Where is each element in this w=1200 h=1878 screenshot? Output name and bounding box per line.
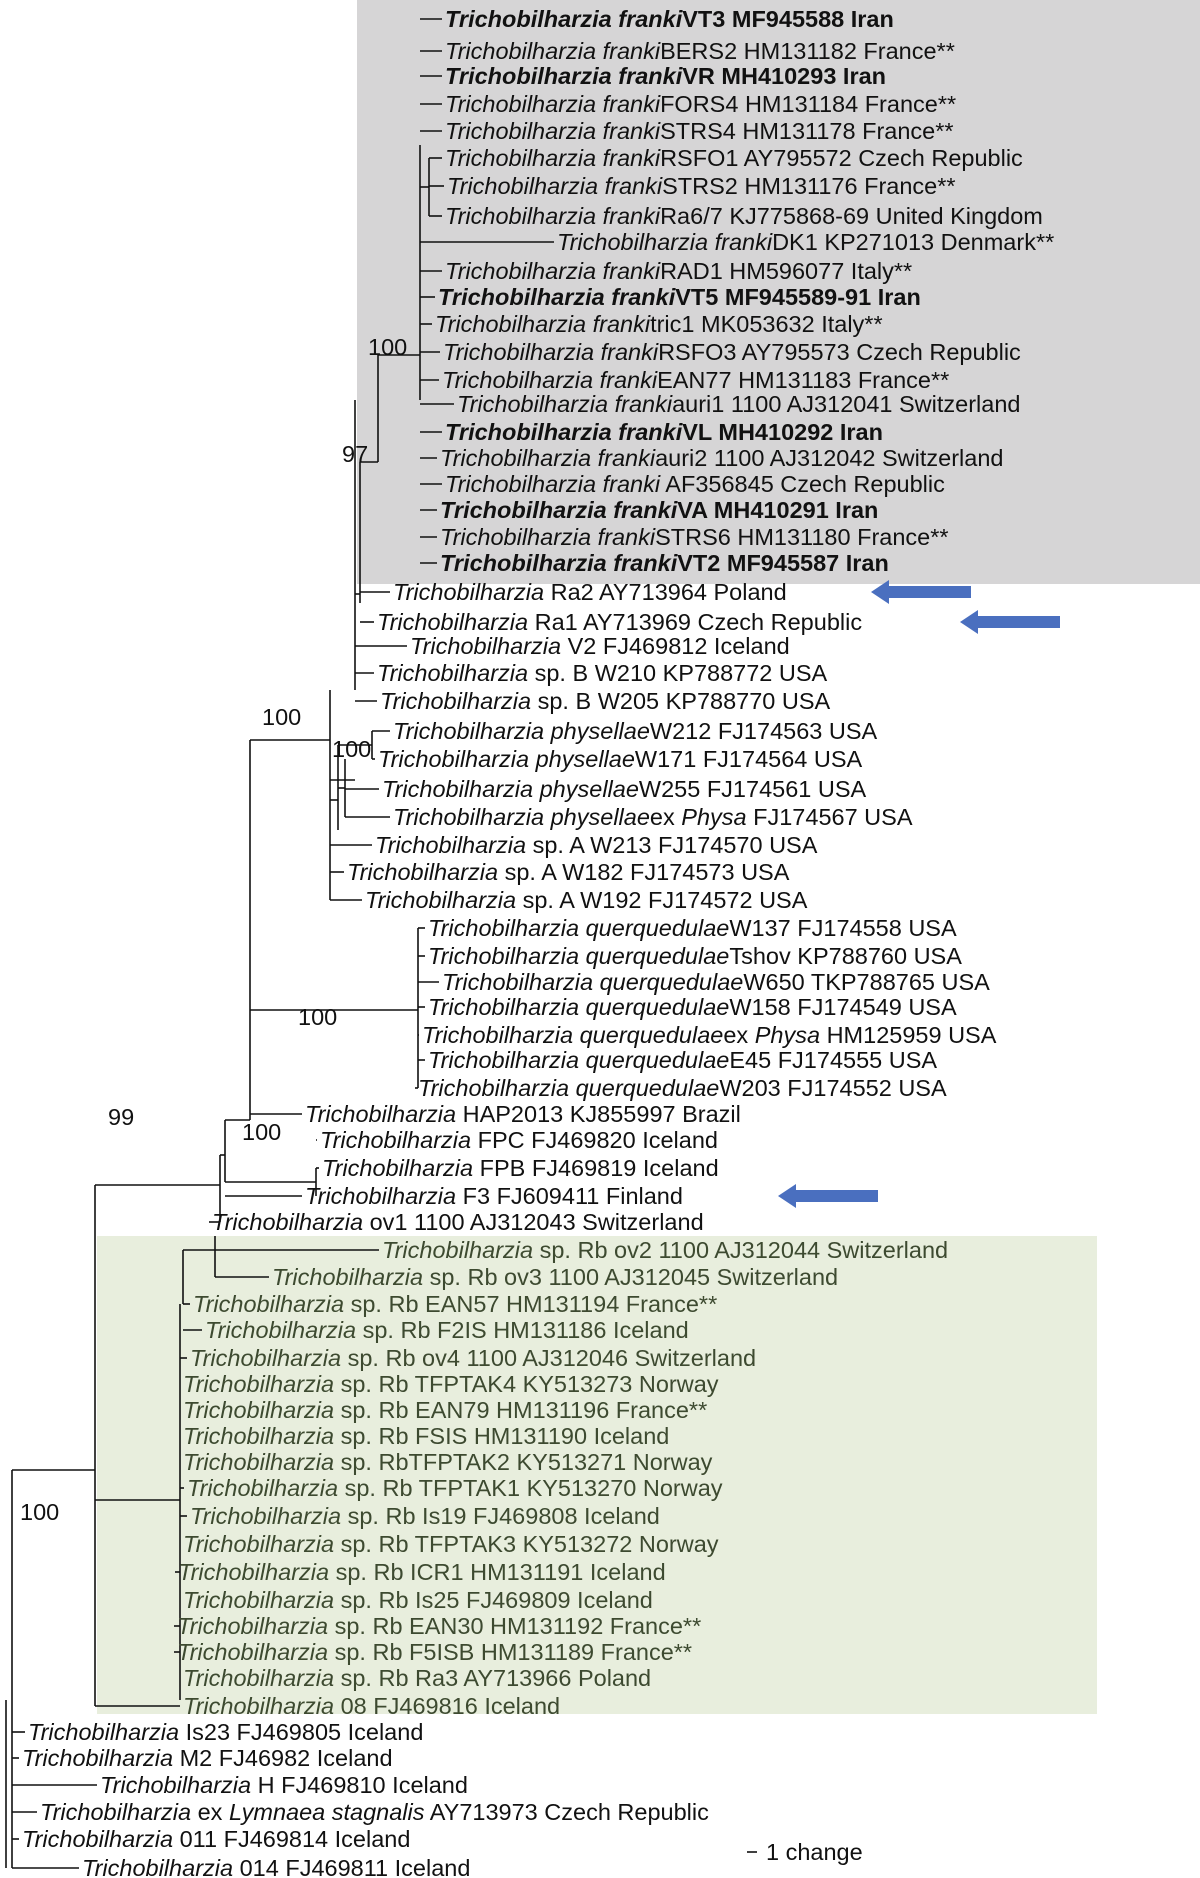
taxon-label: Trichobilharzia frankiDK1 KP271013 Denma…	[557, 229, 1054, 255]
taxon-label: Trichobilharzia frankiauri2 1100 AJ31204…	[440, 445, 1003, 471]
taxon-label: Trichobilharzia physellaeW171 FJ174564 U…	[378, 746, 863, 772]
bootstrap-value: 100	[242, 1119, 281, 1145]
taxon-label: Trichobilharzia FPB FJ469819 Iceland	[322, 1155, 719, 1181]
bootstrap-value: 100	[368, 334, 407, 360]
taxon-label: Trichobilharzia sp. Rb TFPTAK1 KY513270 …	[187, 1475, 723, 1501]
taxon-label: Trichobilharzia querquedulaeex Physa HM1…	[422, 1022, 997, 1048]
rb-clade	[97, 1236, 1097, 1714]
taxon-label: Trichobilharzia sp. Rb Is19 FJ469808 Ice…	[190, 1503, 660, 1529]
taxon-label: Trichobilharzia Ra1 AY713969 Czech Repub…	[377, 609, 862, 635]
bootstrap-labels: 100 97 100 100 100 100 99 100	[20, 334, 407, 1525]
scale-bar-label: 1 change	[766, 1839, 863, 1865]
taxon-label: Trichobilharzia sp. Rb Ra3 AY713966 Pola…	[183, 1665, 651, 1691]
taxon-label: Trichobilharzia querquedulaeTshov KP7887…	[428, 943, 962, 969]
arrow-icon	[871, 580, 971, 604]
taxon-label: Trichobilharzia physellaeW255 FJ174561 U…	[382, 776, 867, 802]
taxon-label: Trichobilharzia frankiVT3 MF945588 Iran	[445, 6, 894, 32]
bootstrap-value: 97	[342, 441, 368, 467]
taxon-label: Trichobilharzia sp. Rb F2IS HM131186 Ice…	[205, 1317, 689, 1343]
arrows	[778, 580, 1060, 1208]
taxon-label: Trichobilharzia M2 FJ46982 Iceland	[22, 1745, 393, 1771]
taxon-label: Trichobilharzia ov1 1100 AJ312043 Switze…	[212, 1209, 704, 1235]
taxon-label: Trichobilharzia frankiVA MH410291 Iran	[440, 497, 878, 523]
taxon-label: Trichobilharzia V2 FJ469812 Iceland	[410, 633, 790, 659]
taxon-label: Trichobilharzia querquedulaeW203 FJ17455…	[418, 1075, 947, 1101]
taxon-label: Trichobilharzia querquedulaeW650 TKP7887…	[442, 969, 990, 995]
taxon-label: Trichobilharzia frankiVT2 MF945587 Iran	[440, 550, 889, 576]
scale-bar: 1 change	[747, 1839, 863, 1865]
taxon-label: Trichobilharzia sp. Rb EAN30 HM131192 Fr…	[177, 1613, 701, 1639]
bootstrap-value: 100	[262, 704, 301, 730]
taxon-label: Trichobilharzia 014 FJ469811 Iceland	[82, 1855, 470, 1878]
taxon-label: Trichobilharzia FPC FJ469820 Iceland	[320, 1127, 718, 1153]
taxon-label: Trichobilharzia frankiVL MH410292 Iran	[445, 419, 883, 445]
taxon-label: Trichobilharzia sp. A W192 FJ174572 USA	[365, 887, 808, 913]
taxon-label: Trichobilharzia sp. B W210 KP788772 USA	[377, 660, 828, 686]
taxon-label: Trichobilharzia sp. A W213 FJ174570 USA	[375, 832, 818, 858]
bootstrap-value: 100	[20, 1499, 59, 1525]
taxon-label: Trichobilharzia frankiVT5 MF945589-91 Ir…	[438, 284, 921, 310]
taxon-label: Trichobilharzia frankiFORS4 HM131184 Fra…	[445, 91, 956, 117]
franki-clade	[357, 0, 1200, 584]
taxon-label: Trichobilharzia Is23 FJ469805 Iceland	[28, 1719, 423, 1745]
taxon-label: Trichobilharzia frankiauri1 1100 AJ31204…	[457, 391, 1020, 417]
taxon-label: Trichobilharzia sp. Rb F5ISB HM131189 Fr…	[177, 1639, 692, 1665]
taxon-label: Trichobilharzia querquedulaeW158 FJ17454…	[428, 994, 957, 1020]
taxon-label: Trichobilharzia sp. Rb TFPTAK3 KY513272 …	[183, 1531, 719, 1557]
taxon-labels: Trichobilharzia frankiVT3 MF945588 IranT…	[22, 6, 1054, 1878]
taxon-label: Trichobilharzia sp. Rb TFPTAK4 KY513273 …	[183, 1371, 719, 1397]
taxon-label: Trichobilharzia F3 FJ609411 Finland	[305, 1183, 683, 1209]
taxon-label: Trichobilharzia frankiRSFO3 AY795573 Cze…	[443, 339, 1021, 365]
arrow-icon	[778, 1184, 878, 1208]
taxon-label: Trichobilharzia 08 FJ469816 Iceland	[183, 1693, 560, 1719]
taxon-label: Trichobilharzia 011 FJ469814 Iceland	[22, 1826, 410, 1852]
taxon-label: Trichobilharzia ex Lymnaea stagnalis AY7…	[40, 1799, 709, 1825]
taxon-label: Trichobilharzia sp. B W205 KP788770 USA	[380, 688, 831, 714]
taxon-label: Trichobilharzia frankitric1 MK053632 Ita…	[435, 311, 883, 337]
taxon-label: Trichobilharzia frankiBERS2 HM131182 Fra…	[445, 38, 955, 64]
taxon-label: Trichobilharzia frankiRSFO1 AY795572 Cze…	[445, 145, 1023, 171]
taxon-label: Trichobilharzia sp. Rb ov3 1100 AJ312045…	[272, 1264, 838, 1290]
taxon-label: Trichobilharzia sp. Rb EAN79 HM131196 Fr…	[183, 1397, 707, 1423]
taxon-label: Trichobilharzia physellaeex Physa FJ1745…	[393, 804, 913, 830]
bootstrap-value: 100	[298, 1004, 337, 1030]
taxon-label: Trichobilharzia sp. Rb FSIS HM131190 Ice…	[183, 1423, 669, 1449]
taxon-label: Trichobilharzia Ra2 AY713964 Poland	[393, 579, 787, 605]
taxon-label: Trichobilharzia frankiEAN77 HM131183 Fra…	[442, 367, 949, 393]
taxon-label: Trichobilharzia sp. RbTFPTAK2 KY513271 N…	[183, 1449, 713, 1475]
bootstrap-value: 100	[332, 736, 371, 762]
taxon-label: Trichobilharzia frankiRAD1 HM596077 Ital…	[445, 258, 912, 284]
taxon-label: Trichobilharzia HAP2013 KJ855997 Brazil	[305, 1101, 741, 1127]
taxon-label: Trichobilharzia H FJ469810 Iceland	[100, 1772, 468, 1798]
taxon-label: Trichobilharzia sp. A W182 FJ174573 USA	[347, 859, 790, 885]
taxon-label: Trichobilharzia franki AF356845 Czech Re…	[445, 471, 945, 497]
taxon-label: Trichobilharzia frankiSTRS2 HM131176 Fra…	[447, 173, 956, 199]
taxon-label: Trichobilharzia sp. Rb ICR1 HM131191 Ice…	[178, 1559, 666, 1585]
taxon-label: Trichobilharzia frankiSTRS4 HM131178 Fra…	[445, 118, 954, 144]
taxon-label: Trichobilharzia sp. Rb EAN57 HM131194 Fr…	[193, 1291, 717, 1317]
taxon-label: Trichobilharzia sp. Rb ov2 1100 AJ312044…	[382, 1237, 948, 1263]
taxon-label: Trichobilharzia querquedulaeW137 FJ17455…	[428, 915, 957, 941]
taxon-label: Trichobilharzia frankiRa6/7 KJ775868-69 …	[445, 203, 1043, 229]
bootstrap-value: 99	[108, 1104, 134, 1130]
arrow-icon	[960, 610, 1060, 634]
taxon-label: Trichobilharzia sp. Rb ov4 1100 AJ312046…	[190, 1345, 756, 1371]
taxon-label: Trichobilharzia physellaeW212 FJ174563 U…	[393, 718, 878, 744]
branches	[5, 18, 554, 1869]
taxon-label: Trichobilharzia sp. Rb Is25 FJ469809 Ice…	[183, 1587, 653, 1613]
taxon-label: Trichobilharzia querquedulaeE45 FJ174555…	[428, 1047, 937, 1073]
taxon-label: Trichobilharzia frankiVR MH410293 Iran	[445, 63, 886, 89]
taxon-label: Trichobilharzia frankiSTRS6 HM131180 Fra…	[440, 524, 949, 550]
